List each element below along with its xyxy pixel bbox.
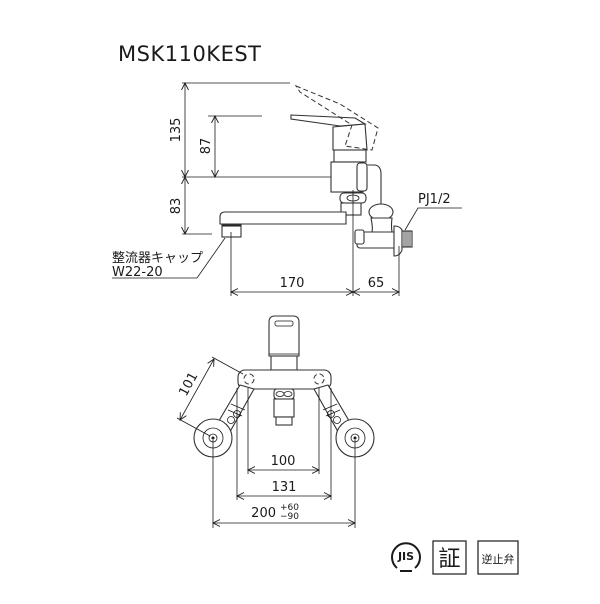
valve-body [333,149,367,163]
dim-arm-length: 101 [176,370,201,399]
certified-mark: 証 [432,540,467,575]
aerator-cap [221,224,242,238]
model-title: MSK110KEST [118,42,262,66]
check-valve-mark: 逆止弁 [477,540,519,575]
dim-tolerance-minus: −90 [280,512,299,522]
inlet-thread [401,230,413,248]
spout [219,211,347,225]
dim-spout-reach: 170 [280,276,305,291]
dim-lever-height: 87 [199,138,214,155]
svg-text:JIS: JIS [397,550,414,563]
aerator-cap-size: W22-20 [112,265,163,280]
aerator-cap-label: 整流器キャップ [112,251,203,266]
dim-body-depth: 65 [368,276,385,291]
jis-mark-icon: JIS [391,542,421,572]
inlet-thread-label: PJ1/2 [418,192,451,207]
dim-body-width: 131 [272,480,297,495]
lever-open-position [294,84,379,151]
lever-handle [290,114,367,127]
svg-text:証: 証 [438,547,460,572]
dim-tolerance-plus: +60 [280,503,299,513]
dim-inner-width: 100 [271,454,296,469]
side-view: 135 87 83 [112,83,462,296]
lever-front [268,315,300,357]
dim-total-height: 135 [169,118,184,143]
certification-marks: JIS 証 逆止弁 [391,540,519,575]
dim-spout-height: 83 [169,198,184,215]
body-bar [237,369,332,390]
svg-text:逆止弁: 逆止弁 [482,552,515,566]
front-view: 101 100 131 200 +60 −90 [176,315,375,528]
dim-center-distance: 200 [251,506,276,521]
